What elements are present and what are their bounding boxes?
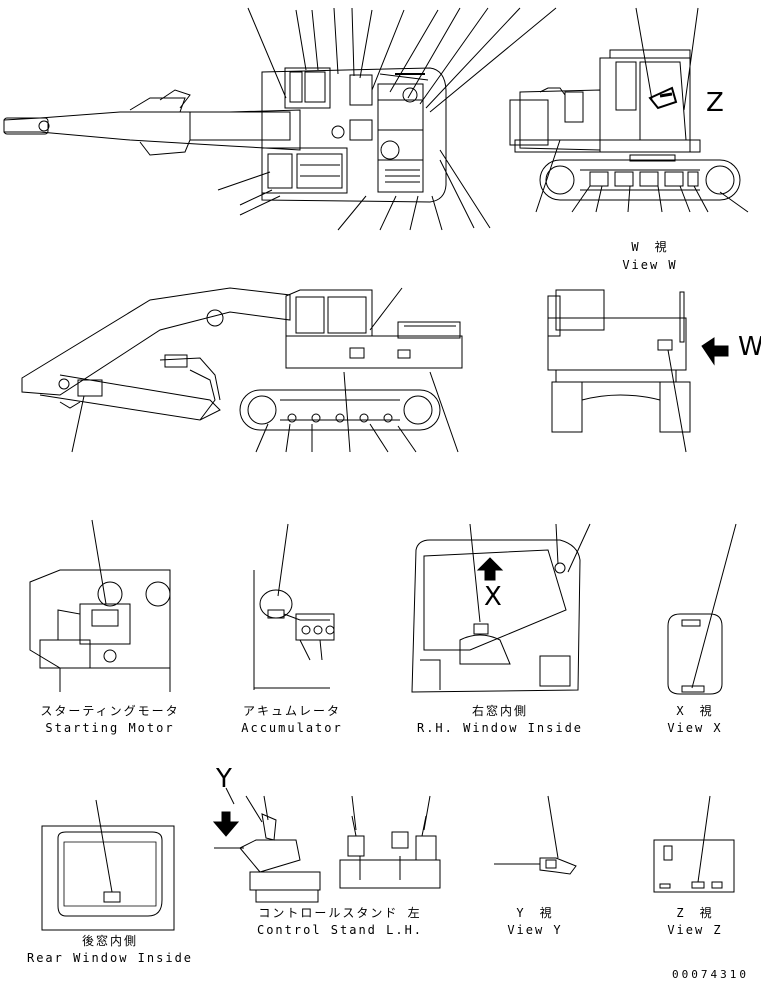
- accumulator-caption-en: Accumulator: [241, 721, 343, 735]
- side-view-drawing: [21, 287, 463, 453]
- top-view-drawing: [3, 7, 557, 231]
- view-z-drawing: [653, 795, 735, 893]
- view-w-drawing: [509, 7, 749, 213]
- control-stand-caption-jp: コントロールスタンド 左: [258, 906, 422, 920]
- view-y-caption-jp: Y 視: [516, 906, 554, 920]
- drawing-number: 00074310: [672, 968, 749, 981]
- view-marker-z: Z: [706, 88, 724, 118]
- control-stand-caption-en: Control Stand L.H.: [256, 923, 424, 937]
- view-x-drawing: [667, 523, 737, 695]
- view-marker-y: Y: [216, 764, 232, 794]
- starting-motor-drawing: [29, 519, 171, 692]
- accumulator-caption-jp: アキュムレータ: [242, 704, 341, 718]
- rear-window-caption-jp: 後窓内側: [81, 934, 138, 948]
- view-x-caption-en: View X: [667, 721, 723, 735]
- view-z-caption-jp: Z 視: [676, 906, 714, 920]
- view-x-caption-jp: X 視: [676, 704, 714, 718]
- view-marker-w: W: [738, 332, 761, 362]
- rh-window-caption-en: R.H. Window Inside: [416, 721, 584, 735]
- rh-window-caption-jp: 右窓内側: [471, 704, 528, 718]
- control-stand-drawing: [212, 787, 441, 903]
- view-y-caption-en: View Y: [507, 923, 563, 937]
- rear-window-drawing: [41, 799, 175, 931]
- starting-motor-caption-jp: スターティングモータ: [40, 704, 180, 718]
- view-z-caption-en: View Z: [667, 923, 723, 937]
- view-w-caption-jp: W 視: [631, 240, 669, 254]
- view-y-drawing: [494, 795, 577, 875]
- rear-window-caption-en: Rear Window Inside: [26, 951, 194, 965]
- rear-view-drawing: [547, 289, 729, 453]
- view-w-caption-en: View W: [622, 258, 678, 272]
- accumulator-drawing: [253, 523, 335, 690]
- rh-window-drawing: [411, 523, 591, 693]
- view-marker-x: X: [484, 582, 502, 612]
- starting-motor-caption-en: Starting Motor: [45, 721, 175, 735]
